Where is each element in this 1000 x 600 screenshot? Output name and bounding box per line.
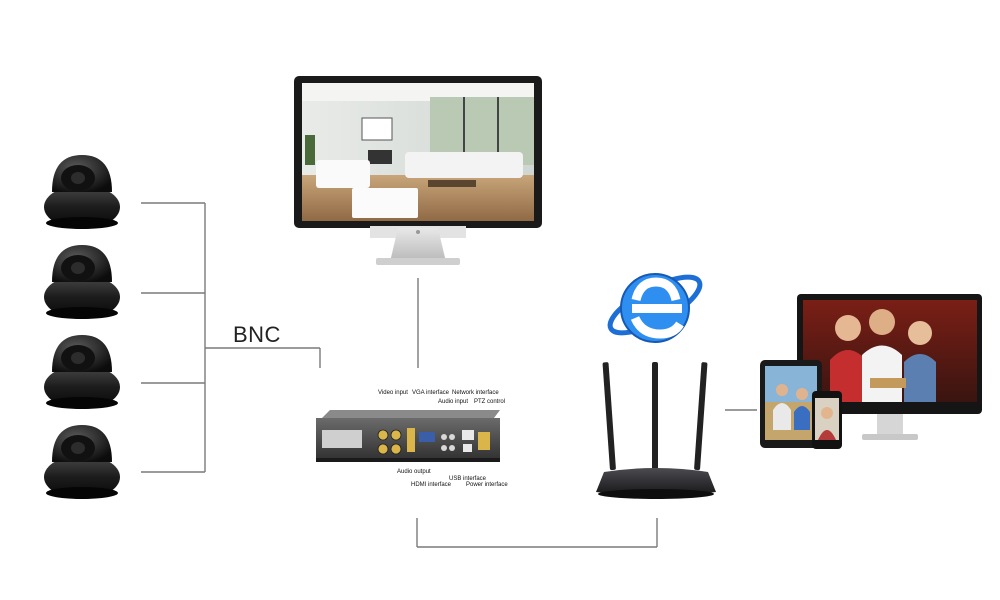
connection-lines bbox=[141, 202, 757, 548]
vga-interface-label: VGA interface bbox=[412, 390, 450, 396]
dvr-recorder bbox=[316, 410, 500, 462]
dome-camera-1 bbox=[44, 155, 120, 229]
ptz-control-label: PTZ control bbox=[474, 399, 506, 405]
video-input-label: Video input bbox=[378, 390, 408, 396]
hdmi-interface-label: HDMI interface bbox=[411, 482, 452, 488]
dome-camera-2 bbox=[44, 245, 120, 319]
audio-output-label: Audio output bbox=[397, 469, 431, 475]
tablet bbox=[760, 360, 822, 448]
desktop-monitor bbox=[797, 294, 982, 440]
wifi-router bbox=[596, 362, 716, 499]
smartphone bbox=[812, 391, 842, 449]
network-interface-label: Network interface bbox=[452, 390, 499, 396]
internet-explorer-icon bbox=[607, 273, 703, 343]
power-interface-label: Power interface bbox=[466, 482, 508, 488]
usb-interface-label: USB interface bbox=[449, 476, 487, 482]
audio-input-label: Audio input bbox=[438, 399, 469, 405]
dome-camera-3 bbox=[44, 335, 120, 409]
monitor bbox=[294, 76, 542, 265]
dome-camera-4 bbox=[44, 425, 120, 499]
bnc-connection-label: BNC bbox=[233, 322, 281, 347]
